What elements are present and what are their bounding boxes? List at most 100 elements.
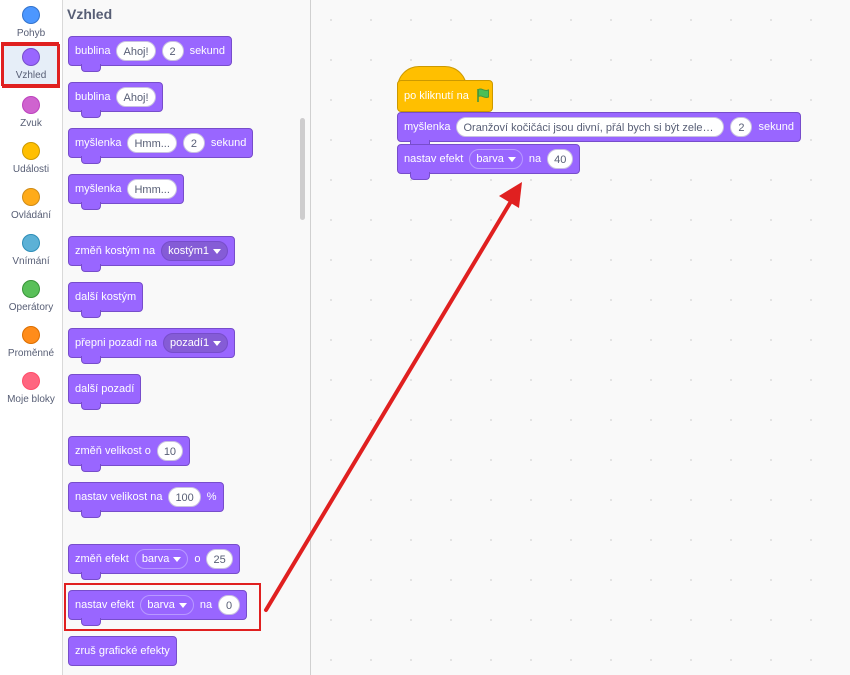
sound-color-dot	[22, 96, 40, 114]
block-label: myšlenka	[75, 137, 122, 149]
effect-dropdown[interactable]: barva	[469, 149, 523, 169]
switch-costume-block[interactable]: změň kostým na kostým1	[68, 236, 236, 272]
next-costume-block[interactable]: další kostým	[68, 282, 144, 318]
next-backdrop-block[interactable]: další pozadí	[68, 374, 142, 410]
block-label: zruš grafické efekty	[75, 645, 170, 657]
looks-color-dot	[22, 48, 40, 66]
category-looks[interactable]: Vzhled	[2, 44, 60, 88]
block-label: nastav efekt	[404, 153, 464, 165]
block-label: bublina	[75, 45, 111, 57]
chevron-down-icon	[213, 248, 222, 254]
category-label: Zvuk	[20, 118, 42, 129]
category-sensing[interactable]: Vnímání	[2, 230, 60, 274]
secs-input[interactable]: 2	[161, 41, 184, 61]
green-flag-icon	[475, 87, 491, 106]
chevron-down-icon	[507, 156, 516, 162]
message-input[interactable]: Ahoj!	[116, 41, 156, 61]
chevron-down-icon	[173, 556, 182, 562]
block-label: změň velikost o	[75, 445, 151, 457]
operators-color-dot	[22, 280, 40, 298]
message-input[interactable]: Oranžoví kočičáci jsou divní, přál bych …	[456, 117, 725, 137]
message-input[interactable]: Hmm...	[127, 133, 177, 153]
chevron-down-icon	[213, 340, 222, 346]
category-operators[interactable]: Operátory	[2, 276, 60, 320]
size-input[interactable]: 100	[168, 487, 201, 507]
block-label: změň kostým na	[75, 245, 156, 257]
change-effect-block[interactable]: změň efekt barva o 25	[68, 544, 240, 580]
variables-color-dot	[22, 326, 40, 344]
block-label: přepni pozadí na	[75, 337, 157, 349]
category-variables[interactable]: Proměnné	[2, 322, 60, 366]
block-palette: Vzhled bublina Ahoj! 2 sekund bublina Ah…	[63, 0, 311, 675]
block-label: o	[194, 553, 201, 565]
block-label: nastav efekt	[75, 599, 135, 611]
change-size-block[interactable]: změň velikost o 10	[68, 436, 191, 472]
block-label: myšlenka	[404, 121, 451, 133]
my-blocks-color-dot	[22, 372, 40, 390]
secs-input[interactable]: 2	[182, 133, 205, 153]
script-set-effect-block[interactable]: nastav efekt barva na 40	[397, 144, 581, 180]
think-for-secs-block[interactable]: myšlenka Hmm... 2 sekund	[68, 128, 254, 164]
block-label: myšlenka	[75, 183, 122, 195]
category-label: Proměnné	[7, 348, 55, 359]
when-flag-clicked-block[interactable]: po kliknutí na	[397, 80, 493, 112]
block-label: na	[528, 153, 542, 165]
costume-dropdown[interactable]: kostým1	[161, 241, 229, 261]
category-motion[interactable]: Pohyb	[2, 2, 60, 46]
dropdown-value: kostým1	[168, 245, 210, 257]
block-label: sekund	[210, 137, 247, 149]
clear-effects-block[interactable]: zruš grafické efekty	[68, 636, 177, 666]
block-label: po kliknutí na	[404, 90, 469, 102]
message-input[interactable]: Hmm...	[127, 179, 177, 199]
category-my-blocks[interactable]: Moje bloky	[2, 368, 60, 412]
category-label: Pohyb	[16, 28, 46, 39]
block-label: na	[199, 599, 213, 611]
dropdown-value: barva	[147, 599, 175, 611]
backdrop-dropdown[interactable]: pozadí1	[162, 333, 229, 353]
switch-backdrop-block[interactable]: přepni pozadí na pozadí1	[68, 328, 236, 364]
say-for-secs-block[interactable]: bublina Ahoj! 2 sekund	[68, 36, 233, 72]
say-block[interactable]: bublina Ahoj!	[68, 82, 163, 118]
category-menu: Pohyb Vzhled Zvuk Události Ovládání Vním…	[0, 0, 63, 675]
block-label: %	[206, 491, 217, 503]
block-label: další pozadí	[75, 383, 135, 395]
block-label: nastav velikost na	[75, 491, 163, 503]
events-color-dot	[22, 142, 40, 160]
block-label: další kostým	[75, 291, 137, 303]
size-change-input[interactable]: 10	[156, 441, 184, 461]
think-block[interactable]: myšlenka Hmm...	[68, 174, 184, 210]
chevron-down-icon	[178, 602, 187, 608]
category-label: Vzhled	[15, 70, 47, 81]
secs-input[interactable]: 2	[730, 117, 753, 137]
script-think-for-secs-block[interactable]: myšlenka Oranžoví kočičáci jsou divní, p…	[397, 112, 801, 148]
category-label: Moje bloky	[7, 394, 55, 405]
block-label: bublina	[75, 91, 111, 103]
dropdown-value: barva	[141, 553, 170, 565]
message-input[interactable]: Ahoj!	[116, 87, 156, 107]
category-label: Události	[12, 164, 50, 175]
dropdown-value: barva	[476, 153, 504, 165]
code-workspace[interactable]	[311, 0, 850, 675]
motion-color-dot	[22, 6, 40, 24]
effect-value-input[interactable]: 40	[547, 149, 574, 169]
palette-scrollbar[interactable]	[300, 118, 305, 220]
block-label: sekund	[758, 121, 794, 133]
category-sound[interactable]: Zvuk	[2, 92, 60, 136]
category-events[interactable]: Události	[2, 138, 60, 182]
category-label: Vnímání	[12, 256, 50, 267]
sensing-color-dot	[22, 234, 40, 252]
palette-section-title: Vzhled	[67, 6, 113, 22]
block-label: sekund	[189, 45, 226, 57]
effect-dropdown[interactable]: barva	[134, 549, 189, 569]
effect-value-input[interactable]: 0	[218, 595, 241, 615]
category-control[interactable]: Ovládání	[2, 184, 60, 228]
dropdown-value: pozadí1	[169, 337, 210, 349]
block-label: změň efekt	[75, 553, 129, 565]
set-size-block[interactable]: nastav velikost na 100 %	[68, 482, 224, 518]
category-label: Operátory	[8, 302, 54, 313]
set-effect-block[interactable]: nastav efekt barva na 0	[68, 590, 248, 626]
effect-dropdown[interactable]: barva	[140, 595, 194, 615]
effect-change-input[interactable]: 25	[206, 549, 233, 569]
category-label: Ovládání	[10, 210, 52, 221]
control-color-dot	[22, 188, 40, 206]
